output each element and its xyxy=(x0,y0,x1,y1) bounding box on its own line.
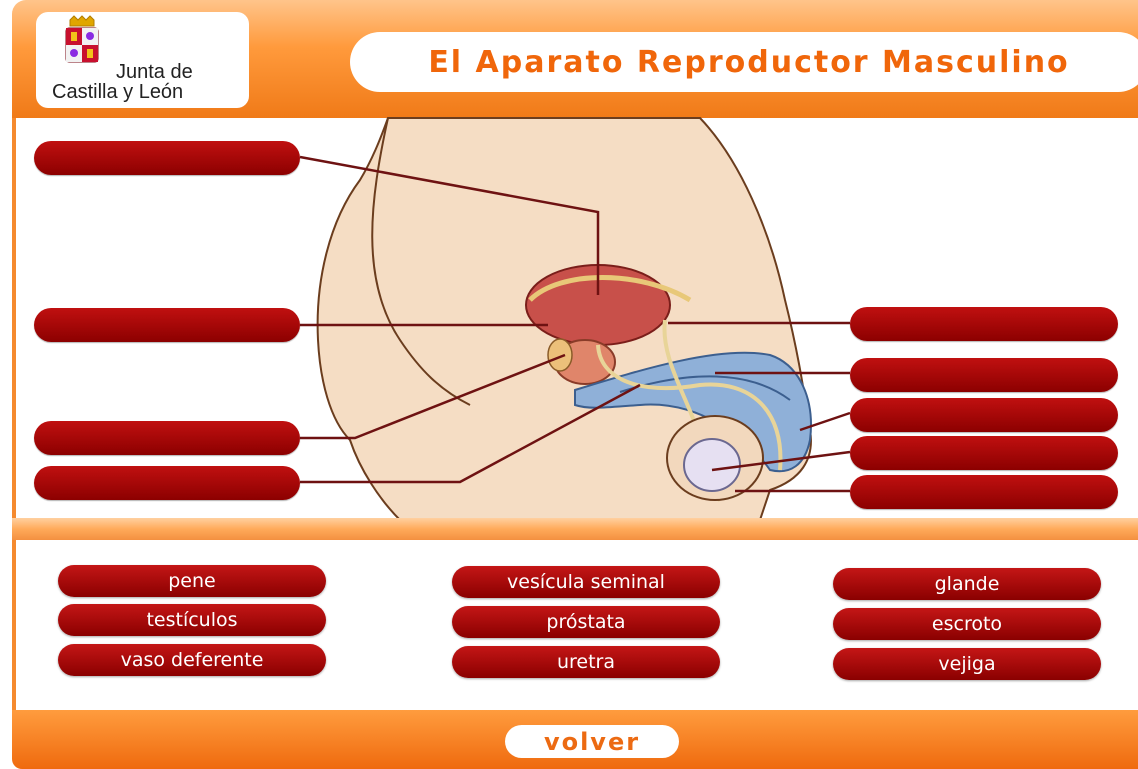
word-testiculos[interactable]: testículos xyxy=(58,604,326,636)
word-vejiga[interactable]: vejiga xyxy=(833,648,1101,680)
label-slot-right-3[interactable] xyxy=(850,398,1118,432)
back-button[interactable]: volver xyxy=(505,725,679,758)
label-slot-left-2[interactable] xyxy=(34,308,300,342)
label-slot-left-3[interactable] xyxy=(34,421,300,455)
label-slot-right-5[interactable] xyxy=(850,475,1118,509)
label-slot-left-4[interactable] xyxy=(34,466,300,500)
word-uretra[interactable]: uretra xyxy=(452,646,720,678)
title-pill: El Aparato Reproductor Masculino xyxy=(350,32,1138,92)
label-slot-right-2[interactable] xyxy=(850,358,1118,392)
footer-bar: volver xyxy=(12,710,1138,769)
label-slot-right-1[interactable] xyxy=(850,307,1118,341)
word-prostata[interactable]: próstata xyxy=(452,606,720,638)
word-escroto[interactable]: escroto xyxy=(833,608,1101,640)
logo-box: Junta de Castilla y León xyxy=(36,12,249,108)
logo-line-1: Junta de xyxy=(48,62,248,82)
logo-line-2: Castilla y León xyxy=(48,82,248,102)
word-vesicula-seminal[interactable]: vesícula seminal xyxy=(452,566,720,598)
page-title: El Aparato Reproductor Masculino xyxy=(428,45,1069,80)
header-bar: Junta de Castilla y León El Aparato Repr… xyxy=(12,0,1138,118)
word-glande[interactable]: glande xyxy=(833,568,1101,600)
word-vaso-deferente[interactable]: vaso deferente xyxy=(58,644,326,676)
word-pene[interactable]: pene xyxy=(58,565,326,597)
logo-text: Junta de Castilla y León xyxy=(48,62,248,102)
section-separator xyxy=(12,518,1138,540)
label-slot-vejiga-target[interactable] xyxy=(34,141,300,175)
label-slot-right-4[interactable] xyxy=(850,436,1118,470)
